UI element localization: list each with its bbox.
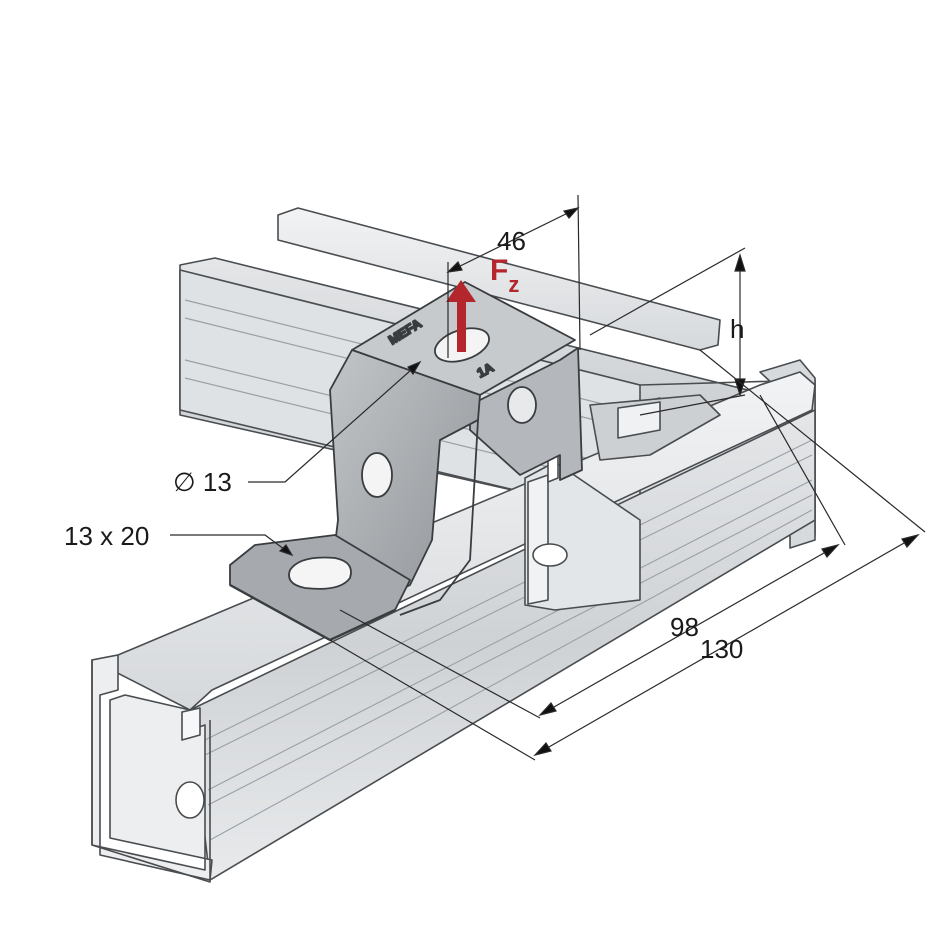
force-label-sub: z (508, 272, 520, 297)
force-label: Fz (490, 254, 519, 297)
dimension-lines (170, 194, 926, 761)
dimension-h: h (730, 314, 745, 344)
cross-rail-end-profile (524, 394, 721, 611)
dimension-130: 130 (700, 634, 744, 664)
dimension-98: 98 (670, 612, 699, 642)
force-arrow (446, 280, 476, 352)
dimension-46: 46 (497, 226, 526, 256)
hole-diameter-label: ∅ 13 (173, 467, 232, 497)
slot-size-label: 13 x 20 (64, 521, 150, 551)
force-label-main: F (490, 254, 509, 287)
